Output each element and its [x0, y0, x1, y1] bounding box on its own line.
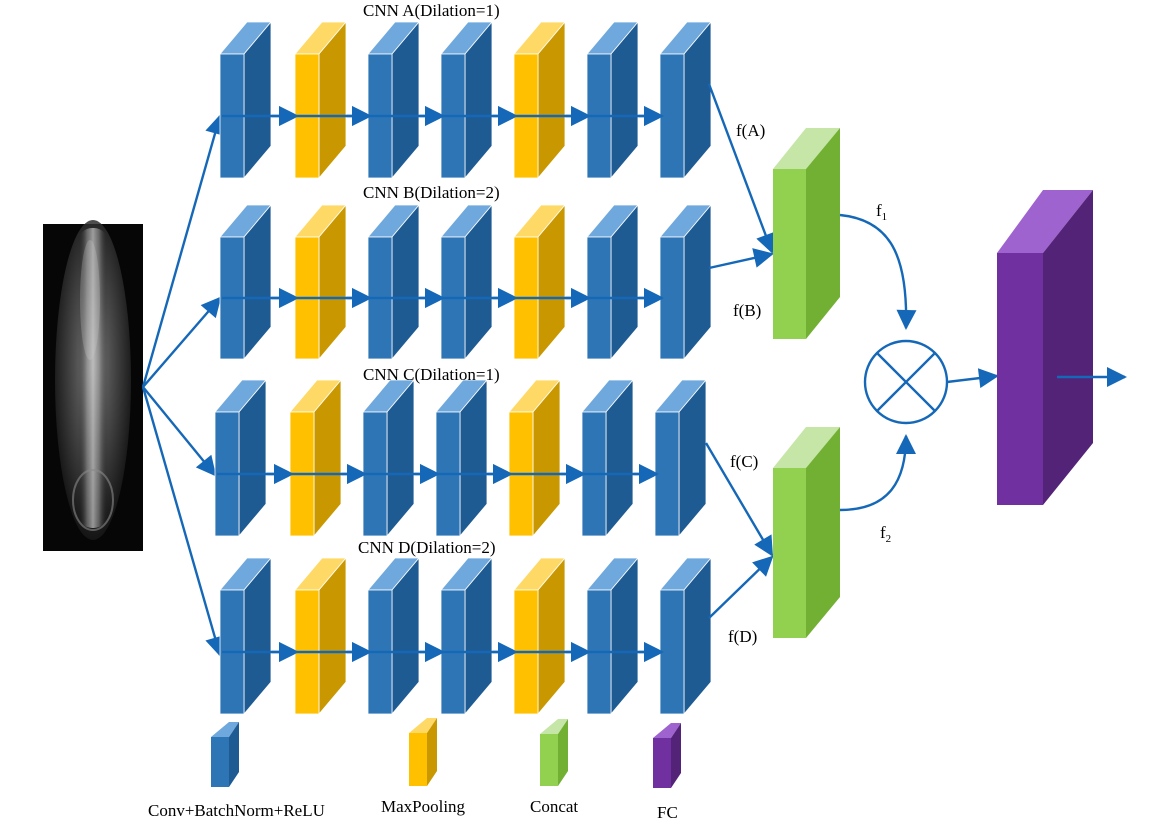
- multiply-icon: [863, 339, 949, 425]
- legend: Conv+BatchNorm+ReLU MaxPooling Concat FC: [148, 718, 681, 822]
- conv-layer: [586, 556, 639, 716]
- branch-a: [219, 20, 712, 180]
- conv-layer: [586, 203, 639, 361]
- branch-d: [219, 556, 712, 716]
- conv-layer: [659, 20, 712, 180]
- arrow-to-branch-c: [142, 386, 217, 477]
- arrow-to-branch-d: [141, 386, 225, 657]
- label-f-d: f(D): [728, 627, 757, 646]
- legend-label-maxpool: MaxPooling: [381, 797, 466, 816]
- arrow-concat2-to-multiply: [839, 434, 916, 512]
- maxpool-layer: [513, 556, 566, 716]
- label-f-a: f(A): [736, 121, 765, 140]
- branch-c: [214, 378, 707, 538]
- arrow-b-to-concat1: [708, 248, 774, 270]
- legend-concat: Concat: [530, 719, 578, 816]
- conv-layer: [367, 20, 420, 180]
- branch-title-c: CNN C(Dilation=1): [363, 365, 500, 384]
- conv-layer: [659, 203, 712, 361]
- concat-block-2: [773, 427, 840, 638]
- legend-label-fc: FC: [657, 803, 678, 822]
- label-f-b: f(B): [733, 301, 761, 320]
- maxpool-layer: [289, 378, 342, 538]
- concat-block-1: [773, 128, 840, 339]
- fc-block: [997, 190, 1093, 505]
- label-f2: f2: [880, 523, 891, 545]
- maxpool-layer: [513, 203, 566, 361]
- label-f1: f1: [876, 201, 887, 223]
- conv-layer: [219, 556, 272, 716]
- arrow-to-branch-b: [142, 296, 222, 388]
- conv-layer: [659, 556, 712, 716]
- legend-fc: FC: [653, 723, 681, 822]
- conv-layer: [440, 20, 493, 180]
- legend-maxpool: MaxPooling: [381, 718, 466, 816]
- branch-title-d: CNN D(Dilation=2): [358, 538, 496, 557]
- maxpool-layer: [294, 203, 347, 361]
- arrow-to-branch-a: [141, 114, 225, 388]
- conv-layer: [219, 203, 272, 361]
- conv-layer: [435, 378, 488, 538]
- legend-label-conv: Conv+BatchNorm+ReLU: [148, 801, 325, 820]
- conv-layer: [219, 20, 272, 180]
- maxpool-layer: [513, 20, 566, 180]
- label-f-c: f(C): [730, 452, 758, 471]
- maxpool-layer: [294, 556, 347, 716]
- conv-layer: [440, 556, 493, 716]
- conv-layer: [362, 378, 415, 538]
- arrow-c-to-concat2: [704, 442, 774, 557]
- conv-layer: [654, 378, 707, 538]
- branch-b: [219, 203, 712, 361]
- conv-layer: [586, 20, 639, 180]
- conv-layer: [367, 203, 420, 361]
- conv-layer: [440, 203, 493, 361]
- branch-output-arrows: [704, 83, 776, 619]
- arrow-a-to-concat1: [707, 83, 776, 254]
- conv-layer: [367, 556, 420, 716]
- input-fanout-arrows: [141, 114, 225, 657]
- branch-title-a: CNN A(Dilation=1): [363, 1, 500, 20]
- branches: [214, 20, 712, 716]
- conv-layer: [214, 378, 267, 538]
- arrow-concat1-to-multiply: [839, 213, 917, 330]
- maxpool-layer: [508, 378, 561, 538]
- conv-layer: [581, 378, 634, 538]
- branch-title-b: CNN B(Dilation=2): [363, 183, 500, 202]
- arrow-multiply-to-fc: [946, 368, 999, 389]
- branch-output-labels: f(A) f(B) f(C) f(D): [728, 121, 765, 646]
- legend-label-concat: Concat: [530, 797, 578, 816]
- input-image: [43, 220, 143, 551]
- arrow-d-to-concat2: [708, 555, 774, 619]
- maxpool-layer: [294, 20, 347, 180]
- legend-conv: Conv+BatchNorm+ReLU: [148, 722, 325, 820]
- branch-titles: CNN A(Dilation=1) CNN B(Dilation=2) CNN …: [358, 1, 500, 557]
